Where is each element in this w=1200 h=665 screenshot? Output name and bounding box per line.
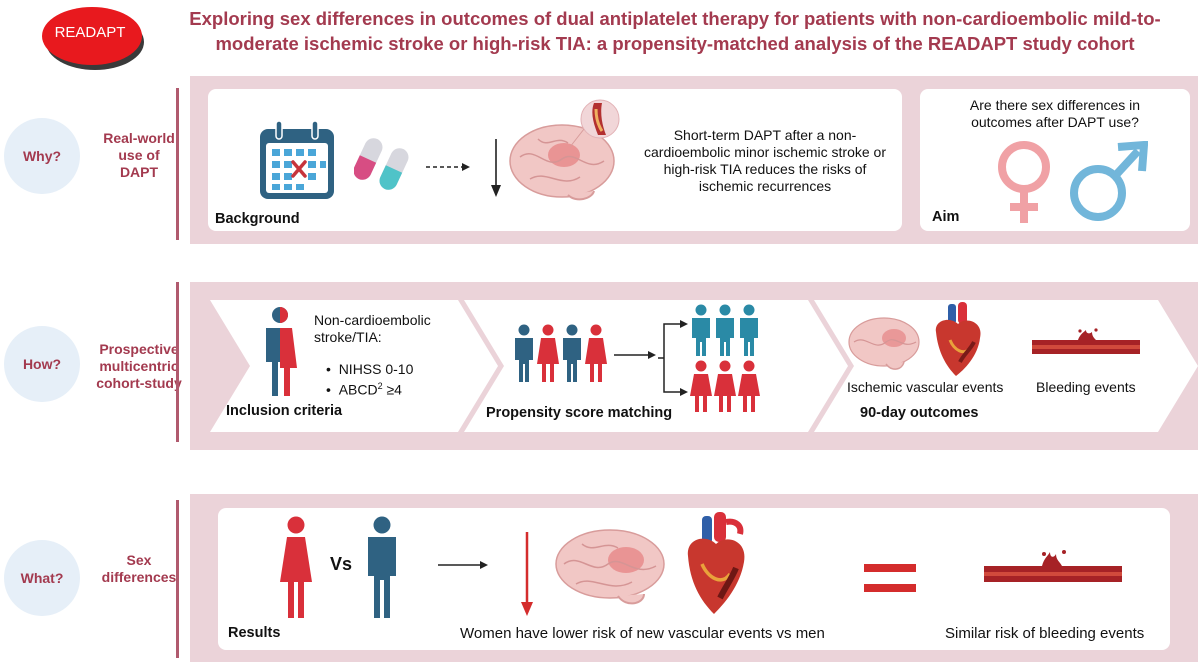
how-circle: How? [4,326,80,402]
aim-question-line: outcomes after DAPT use? [971,114,1139,130]
aim-label: Aim [932,209,960,225]
bullet-superscript: 2 [377,381,383,391]
background-text-line: high-risk TIA reduces the risks of [663,161,867,177]
aim-question-line: Are there sex differences in [969,97,1141,113]
background-text-line: cardioembolic minor ischemic stroke or [644,144,886,160]
bleeding-vessel-icon [1032,328,1140,354]
vs-label: Vs [330,554,353,574]
inclusion-text-line: stroke/TIA: [314,329,382,345]
what-label: Sex differences [94,552,184,586]
background-text-line: Short-term DAPT after a non- [673,127,857,143]
man-icon [368,516,396,618]
calendar-icon [260,120,334,199]
matching-label: Propensity score matching [486,405,673,421]
inclusion-bullet: • ABCD2 ≥4 [326,381,402,398]
what-label-line: differences [101,569,177,585]
how-label-line: cohort-study [96,375,182,391]
pills-icon [354,138,409,190]
background-text: Short-term DAPT after a non- cardioembol… [640,127,890,195]
mixed-group-icon [515,324,607,382]
why-circle: Why? [4,118,80,194]
inclusion-bullet: • NIHSS 0-10 [326,361,414,377]
decrease-arrow-icon [491,139,501,197]
female-symbol-icon [998,141,1050,223]
title-line-2: moderate ischemic stroke or high-risk TI… [215,33,1135,54]
how-divider [176,282,179,442]
heart-icon [935,302,981,376]
results-heart-icon [687,512,745,614]
results-label: Results [228,625,281,641]
male-group-icon [692,304,758,356]
results-card: Vs Women have lower risk of new vascular… [218,508,1170,650]
ischemic-events-label: Ischemic vascular events [847,379,1004,395]
bullet-text: NIHSS 0-10 [338,361,414,377]
background-text-line: ischemic recurrences [698,178,832,194]
why-label-line: Real-world [103,130,175,146]
bullet-text: ABCD [338,381,378,398]
why-label-line: DAPT [119,164,159,180]
aim-card: Are there sex differences in outcomes af… [920,89,1190,231]
how-label-line: Prospective [99,341,179,357]
page-title: Exploring sex differences in outcomes of… [160,6,1190,56]
title-line-1: Exploring sex differences in outcomes of… [189,8,1161,29]
results-bleeding-vessel-icon [984,550,1122,582]
logo-badge-icon [42,7,144,70]
risk-decrease-arrow-icon [521,532,533,616]
results-brain-icon [555,529,665,605]
women-risk-text: Women have lower risk of new vascular ev… [460,625,825,642]
inclusion-label: Inclusion criteria [226,403,343,419]
equal-sign-icon [864,564,916,592]
split-bracket-icon [658,320,688,396]
woman-icon [280,516,312,618]
why-divider [176,88,179,240]
outcomes-label: 90-day outcomes [860,405,979,421]
aim-question: Are there sex differences in outcomes af… [940,97,1170,131]
how-label: Prospective multicentric cohort-study [94,341,184,392]
how-label-line: multicentric [99,358,179,374]
inclusion-text-line: Non-cardioembolic [314,312,431,328]
what-circle: What? [4,540,80,616]
brain-artery-icon [509,99,620,201]
bleeding-events-label: Bleeding events [1036,379,1136,395]
matching-arrow-icon [614,351,656,359]
results-arrow-icon [438,561,488,569]
why-label: Real-world use of DAPT [94,130,184,181]
inclusion-bullets: • NIHSS 0-10 • ABCD2 ≥4 [326,361,456,399]
female-group-icon [690,360,760,412]
background-card: Short-term DAPT after a non- cardioembol… [208,89,902,231]
readapt-logo: READAPT [40,4,144,70]
why-label-line: use of [118,147,160,163]
inclusion-text: Non-cardioembolic stroke/TIA: [314,312,454,346]
logo-text: READAPT [54,24,126,41]
dashed-arrow-icon [426,163,470,171]
brain-icon [848,317,920,370]
bullet-threshold: ≥4 [382,381,402,398]
what-divider [176,500,179,658]
background-label: Background [215,211,300,227]
half-female-half-male-icon [266,307,297,396]
what-label-line: Sex [126,552,152,568]
bleeding-risk-text: Similar risk of bleeding events [945,625,1145,642]
male-symbol-icon [1070,141,1148,221]
